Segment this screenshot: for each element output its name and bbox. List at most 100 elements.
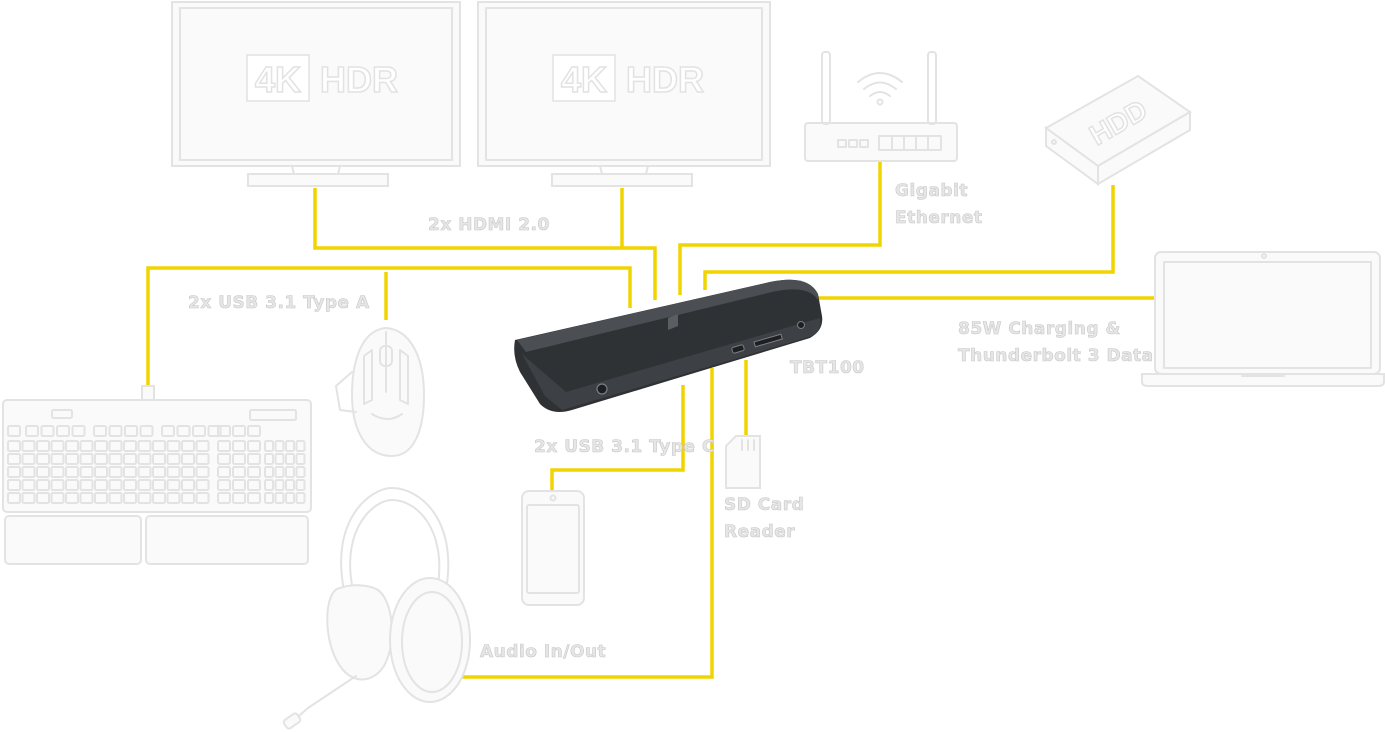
keyboard-key bbox=[94, 492, 108, 504]
ethernet-label-line2: Ethernet bbox=[895, 208, 983, 229]
keyboard-key bbox=[247, 466, 261, 478]
keyboard-key bbox=[247, 425, 261, 437]
keyboard-key bbox=[79, 492, 94, 504]
keyboard-key bbox=[152, 492, 166, 504]
keyboard-key bbox=[21, 440, 36, 452]
keyboard-key bbox=[166, 453, 181, 465]
keyboard-key bbox=[247, 440, 261, 452]
keyboard-key bbox=[137, 440, 152, 452]
router bbox=[804, 51, 958, 162]
keyboard-key bbox=[65, 492, 79, 504]
monitor-right-4k-badge-box bbox=[552, 54, 616, 102]
keyboard-key bbox=[264, 466, 274, 478]
keyboard-key bbox=[50, 492, 65, 504]
monitor-right: 4K HDR bbox=[477, 1, 771, 187]
ethernet-cable bbox=[678, 162, 882, 295]
laptop bbox=[1141, 251, 1385, 387]
keyboard-key bbox=[195, 466, 210, 478]
keyboard-key bbox=[264, 453, 274, 465]
smartphone bbox=[521, 490, 585, 606]
keyboard-key bbox=[274, 479, 285, 491]
corsair-logo-icon bbox=[668, 314, 678, 330]
keyboard-key bbox=[137, 453, 152, 465]
keyboard-key bbox=[247, 479, 261, 491]
keyboard-key bbox=[21, 479, 36, 491]
keyboard-key bbox=[249, 409, 297, 421]
monitor-left: 4K HDR bbox=[171, 1, 461, 187]
keyboard-key bbox=[264, 479, 274, 491]
keyboard-key bbox=[274, 453, 285, 465]
keyboard-key bbox=[181, 466, 195, 478]
keyboard-key bbox=[79, 440, 94, 452]
keyboard-key bbox=[79, 453, 94, 465]
keyboard-key bbox=[21, 466, 36, 478]
hdmi-cable-left bbox=[313, 188, 657, 300]
keyboard-key bbox=[232, 479, 246, 491]
keyboard-key bbox=[7, 479, 21, 491]
monitor-right-badge-hdr: HDR bbox=[626, 59, 704, 100]
keyboard-key bbox=[181, 479, 195, 491]
keyboard-key bbox=[65, 440, 79, 452]
keyboard-key bbox=[295, 466, 306, 478]
keyboard-key bbox=[123, 492, 137, 504]
keyboard-key bbox=[123, 479, 137, 491]
keyboard-key bbox=[7, 492, 21, 504]
keyboard-key bbox=[139, 425, 154, 437]
keyboard-key bbox=[65, 466, 79, 478]
keyboard-key bbox=[108, 479, 123, 491]
keyboard-key bbox=[295, 479, 306, 491]
thunderbolt-dock bbox=[514, 279, 823, 412]
keyboard-key bbox=[25, 425, 39, 437]
keyboard-key bbox=[36, 440, 50, 452]
keyboard-key bbox=[274, 466, 285, 478]
keyboard-key bbox=[247, 492, 261, 504]
keyboard-key bbox=[166, 492, 181, 504]
monitor-left-4k-badge-box bbox=[246, 54, 310, 102]
keyboard-key bbox=[79, 479, 94, 491]
charging-label-line2: Thunderbolt 3 Data bbox=[958, 346, 1154, 367]
external-hdd: HDD bbox=[1044, 74, 1192, 186]
keyboard-key bbox=[152, 479, 166, 491]
keyboard-key bbox=[36, 492, 50, 504]
monitor-left-badge-hdr: HDR bbox=[320, 59, 398, 100]
keyboard-key bbox=[94, 440, 108, 452]
keyboard-key bbox=[108, 492, 123, 504]
headset bbox=[282, 487, 471, 730]
keyboard-key bbox=[36, 466, 50, 478]
monitor-left-badge-4k: 4K bbox=[255, 59, 301, 100]
keyboard-key bbox=[161, 425, 175, 437]
keyboard-key bbox=[7, 440, 21, 452]
keyboard-key bbox=[50, 466, 65, 478]
keyboard-key bbox=[232, 453, 246, 465]
keyboard-key bbox=[232, 425, 246, 437]
keyboard-key bbox=[40, 425, 55, 437]
keyboard-key bbox=[21, 453, 36, 465]
keyboard-key bbox=[195, 440, 210, 452]
keyboard-key bbox=[36, 479, 50, 491]
keyboard-key bbox=[285, 479, 295, 491]
keyboard-key bbox=[152, 453, 166, 465]
usb-c-label: 2x USB 3.1 Type C bbox=[534, 437, 715, 458]
keyboard-key bbox=[123, 440, 137, 452]
keyboard-key bbox=[217, 453, 231, 465]
sd-card bbox=[725, 435, 761, 489]
keyboard-key bbox=[65, 479, 79, 491]
keyboard-key bbox=[123, 466, 137, 478]
keyboard-key bbox=[217, 466, 231, 478]
keyboard-key bbox=[274, 492, 285, 504]
keyboard-key bbox=[93, 425, 107, 437]
keyboard-key bbox=[166, 479, 181, 491]
audio-label: Audio In/Out bbox=[480, 642, 607, 663]
keyboard-key bbox=[285, 466, 295, 478]
keyboard-key bbox=[181, 453, 195, 465]
keyboard-key bbox=[7, 466, 21, 478]
keyboard-key bbox=[285, 453, 295, 465]
keyboard-key bbox=[79, 466, 94, 478]
monitor-right-badge-4k: 4K bbox=[561, 59, 607, 100]
keyboard-key bbox=[217, 479, 231, 491]
mouse bbox=[335, 326, 426, 458]
keyboard-key bbox=[166, 466, 181, 478]
keyboard-key bbox=[137, 466, 152, 478]
keyboard-key bbox=[94, 479, 108, 491]
